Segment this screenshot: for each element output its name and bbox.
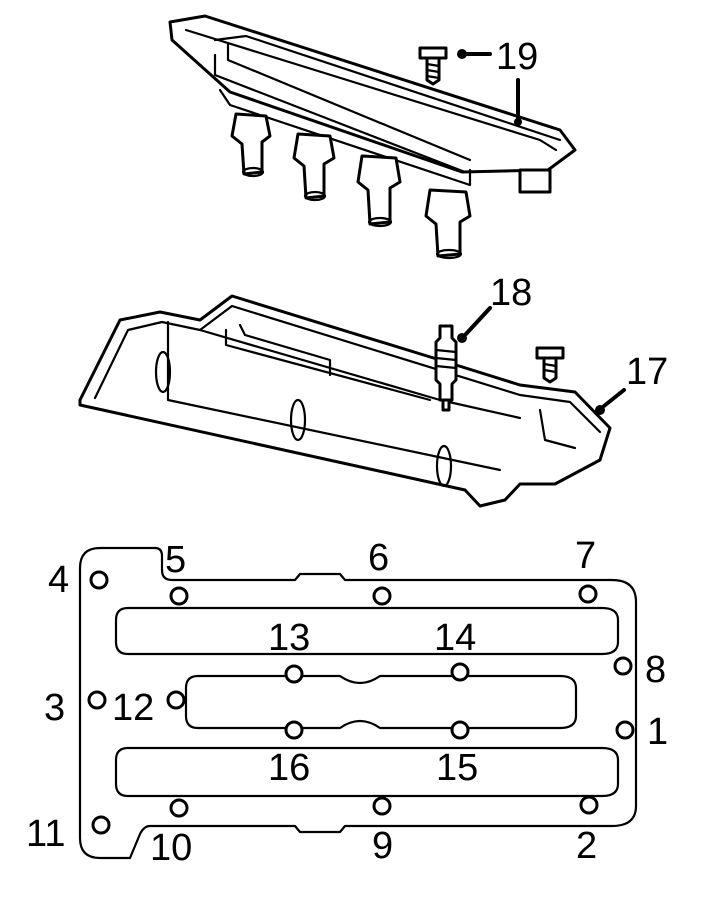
gasket-outline [78,546,638,860]
bolt-hole-13 [284,664,304,684]
seq-13: 13 [268,617,310,659]
callout-18: 18 [490,272,532,314]
sequence-numbers: 1 2 3 4 5 6 7 8 9 10 11 12 13 14 15 16 [26,535,668,869]
seq-14: 14 [434,617,476,659]
bolt-hole-11 [91,815,111,835]
coil-bolt [418,46,448,86]
bolt-hole-14 [450,662,470,682]
bolt-hole-6 [372,586,392,606]
spark-plug [434,324,458,412]
bolt-hole-2 [579,795,599,815]
seq-1: 1 [647,711,668,753]
callout-18-dot [457,333,467,343]
seq-6: 6 [368,537,389,579]
bolt-hole-5 [169,586,189,606]
ignition-coil-assembly [168,14,577,260]
bolt-hole-7 [578,584,598,604]
seq-9: 9 [372,825,393,867]
callout-19: 19 [496,36,538,78]
seq-3: 3 [44,687,65,729]
valve-cover [78,294,612,508]
bolt-hole-10 [169,798,189,818]
bolt-hole-12 [166,690,186,710]
bolt-holes [87,570,635,835]
bolt-hole-1 [615,720,635,740]
seq-7: 7 [575,535,596,577]
callout-18-leader [464,306,492,336]
callout-19-dot-2 [514,118,522,126]
cover-bolt [535,346,565,384]
seq-12: 12 [112,687,154,729]
seq-5: 5 [165,539,186,581]
seq-8: 8 [645,649,666,691]
bolt-hole-3 [87,690,107,710]
bolt-hole-16 [284,720,304,740]
seq-4: 4 [48,559,69,601]
seq-2: 2 [576,825,597,867]
callout-17-dot [595,405,605,415]
seq-15: 15 [436,747,478,789]
bolt-hole-9 [372,796,392,816]
callout-17-leader [602,388,626,408]
seq-16: 16 [268,747,310,789]
bolt-hole-15 [450,720,470,740]
callout-19-dot [457,49,467,59]
callout-17: 17 [626,351,668,393]
seq-10: 10 [150,827,192,869]
bolt-hole-4 [89,570,109,590]
seq-11: 11 [26,813,65,855]
bolt-hole-8 [613,656,633,676]
